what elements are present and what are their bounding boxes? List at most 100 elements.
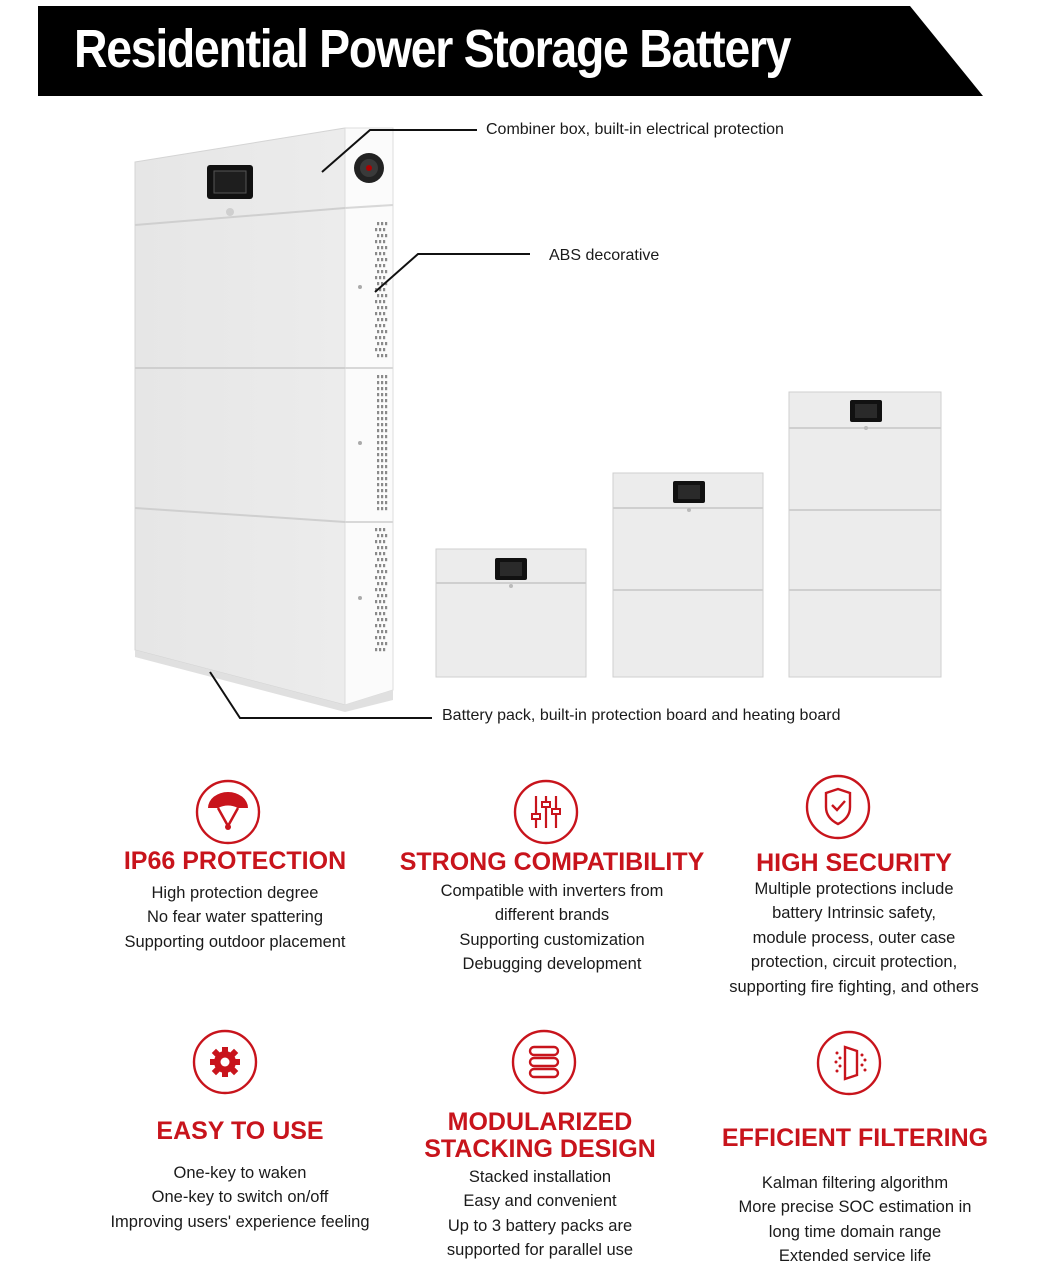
vent-hole bbox=[381, 393, 384, 397]
callout-pack: Battery pack, built-in protection board … bbox=[442, 707, 841, 724]
feature-line: different brands bbox=[494, 906, 610, 925]
vent-hole bbox=[385, 330, 388, 334]
feature-line: Extended service life bbox=[778, 1247, 932, 1266]
vent-hole bbox=[375, 624, 378, 628]
vent-hole bbox=[381, 246, 384, 250]
vent-hole bbox=[381, 354, 384, 358]
vent-hole bbox=[377, 234, 380, 238]
vent-hole bbox=[379, 648, 382, 652]
vent-hole bbox=[377, 453, 380, 457]
vent-hole bbox=[379, 276, 382, 280]
vent-hole bbox=[383, 336, 386, 340]
vent-hole bbox=[385, 318, 388, 322]
vent-hole bbox=[379, 240, 382, 244]
vent-hole bbox=[385, 453, 388, 457]
vent-hole bbox=[385, 441, 388, 445]
vent-hole bbox=[385, 471, 388, 475]
vent-hole bbox=[381, 405, 384, 409]
vent-hole bbox=[379, 612, 382, 616]
feature-line: One-key to switch on/off bbox=[151, 1188, 329, 1207]
feature-line: Multiple protections include bbox=[754, 880, 954, 898]
vent-hole bbox=[383, 264, 386, 268]
feature-title: EASY TO USE bbox=[156, 1117, 324, 1145]
vent-hole bbox=[381, 483, 384, 487]
vent-hole bbox=[381, 618, 384, 622]
vent-hole bbox=[381, 441, 384, 445]
vent-hole bbox=[385, 477, 388, 481]
vent-hole bbox=[377, 558, 380, 562]
vent-hole bbox=[377, 618, 380, 622]
feature-line: Debugging development bbox=[462, 955, 642, 974]
vent-hole bbox=[385, 618, 388, 622]
vent-hole bbox=[381, 447, 384, 451]
title-banner bbox=[38, 6, 983, 96]
feature-line: No fear water spattering bbox=[146, 908, 324, 927]
feature-description: Kalman filtering algorithm More precise … bbox=[705, 1171, 1005, 1269]
vent-hole bbox=[377, 582, 380, 586]
vent-hole bbox=[377, 282, 380, 286]
vent-hole bbox=[381, 453, 384, 457]
vent-hole bbox=[379, 588, 382, 592]
vent-hole bbox=[385, 342, 388, 346]
vent-hole bbox=[385, 246, 388, 250]
vent-hole bbox=[383, 564, 386, 568]
vent-hole bbox=[377, 570, 380, 574]
vent-hole bbox=[377, 471, 380, 475]
vent-hole bbox=[383, 600, 386, 604]
vent-hole bbox=[381, 594, 384, 598]
vent-hole bbox=[381, 501, 384, 505]
feature-easy-to-use: EASY TO USE One-key to waken One-key to … bbox=[90, 1025, 390, 1245]
vent-hole bbox=[381, 417, 384, 421]
vent-hole bbox=[381, 489, 384, 493]
vent-hole bbox=[381, 558, 384, 562]
vent-hole bbox=[377, 534, 380, 538]
vent-hole bbox=[385, 411, 388, 415]
feature-line: protection, circuit protection, bbox=[750, 953, 958, 972]
vent-hole bbox=[381, 495, 384, 499]
vent-hole bbox=[379, 312, 382, 316]
vent-hole bbox=[385, 570, 388, 574]
vent-hole bbox=[379, 636, 382, 640]
gear-icon bbox=[192, 1029, 258, 1095]
feature-line: Compatible with inverters from bbox=[440, 882, 664, 900]
vent-hole bbox=[375, 552, 378, 556]
vent-hole bbox=[385, 459, 388, 463]
vent-hole bbox=[385, 354, 388, 358]
vent-hole bbox=[377, 606, 380, 610]
vent-hole bbox=[375, 348, 378, 352]
vent-hole bbox=[385, 606, 388, 610]
vent-hole bbox=[381, 258, 384, 262]
vent-hole bbox=[379, 336, 382, 340]
vent-hole bbox=[377, 435, 380, 439]
vent-hole bbox=[375, 528, 378, 532]
vent-hole bbox=[379, 228, 382, 232]
vent-hole bbox=[375, 276, 378, 280]
vent-hole bbox=[375, 264, 378, 268]
vent-hole bbox=[377, 375, 380, 379]
vent-hole bbox=[381, 570, 384, 574]
vent-hole bbox=[381, 546, 384, 550]
small-battery-unit bbox=[435, 548, 587, 678]
vent-hole bbox=[385, 222, 388, 226]
vent-hole bbox=[377, 495, 380, 499]
vent-hole bbox=[375, 636, 378, 640]
umbrella-icon bbox=[195, 779, 261, 845]
vent-hole bbox=[379, 324, 382, 328]
sliders-icon bbox=[513, 779, 579, 845]
vent-hole bbox=[375, 240, 378, 244]
vent-hole bbox=[381, 222, 384, 226]
vent-hole bbox=[381, 471, 384, 475]
feature-security: HIGH SECURITY Multiple protections inclu… bbox=[715, 774, 993, 1005]
feature-line: supported for parallel use bbox=[446, 1241, 634, 1260]
vent-hole bbox=[377, 318, 380, 322]
vent-hole bbox=[377, 294, 380, 298]
vent-hole bbox=[379, 624, 382, 628]
vent-hole bbox=[381, 282, 384, 286]
vent-hole bbox=[377, 477, 380, 481]
vent-hole bbox=[385, 489, 388, 493]
vent-hole bbox=[383, 552, 386, 556]
feature-compatibility: STRONG COMPATIBILITY Compatible with inv… bbox=[387, 775, 717, 975]
vent-hole bbox=[385, 630, 388, 634]
vent-hole bbox=[375, 312, 378, 316]
feature-line: One-key to waken bbox=[173, 1164, 307, 1182]
